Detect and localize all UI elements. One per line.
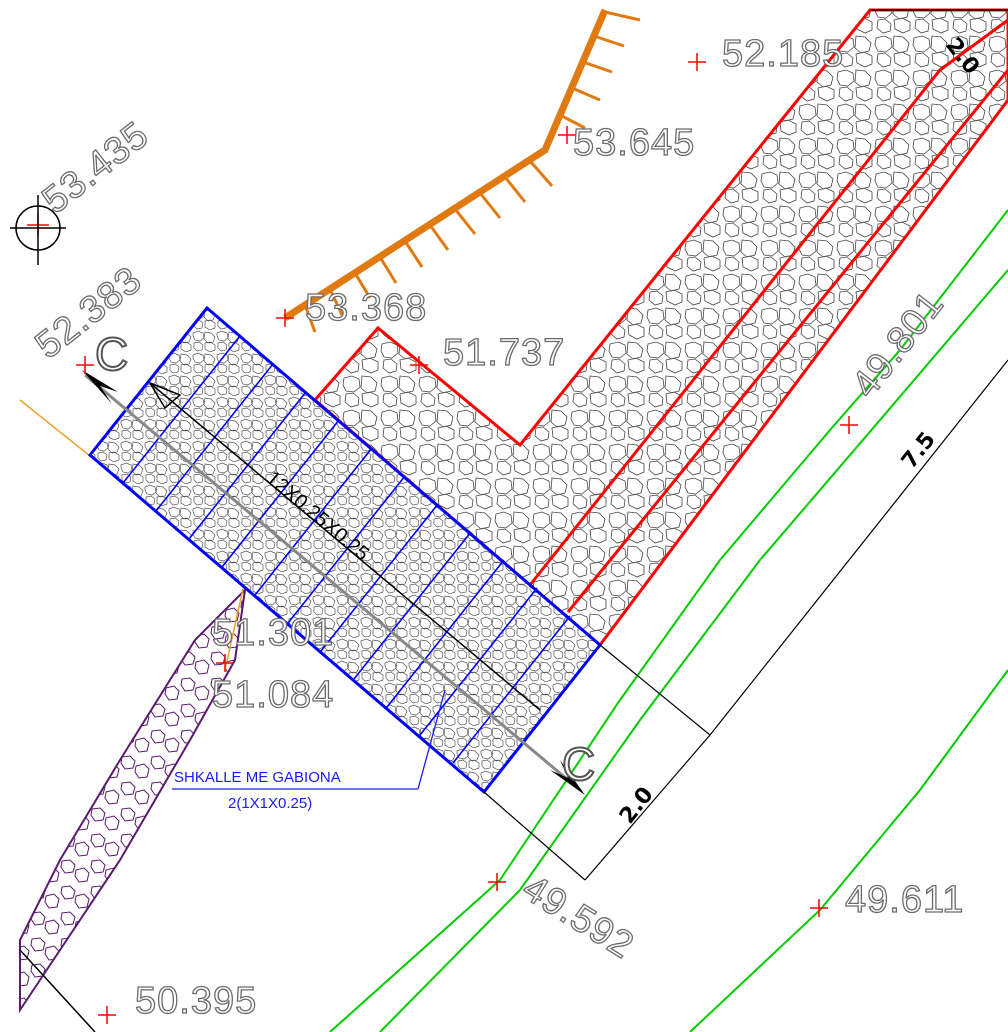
elevation-49592: 49.592 [515, 867, 641, 967]
elevation-53435: 53.435 [35, 114, 157, 222]
dimension-arrow-left [148, 381, 182, 410]
gabion-block [87, 305, 603, 795]
boundary-line [19, 949, 96, 1032]
elevation-51301: 51.301 [212, 612, 334, 654]
elevation-53645: 53.645 [573, 122, 695, 164]
elevation-53368: 53.368 [305, 287, 427, 329]
stone-ditch [19, 587, 247, 1014]
section-arrow-top [82, 370, 118, 404]
channel-inner-line-2 [566, 69, 1008, 613]
contour-line-1 [329, 209, 1008, 1032]
dimension-lines [483, 9, 1008, 881]
note-title: SHKALLE ME GABIONA [174, 769, 341, 786]
elevation-52383: 52.383 [28, 259, 150, 367]
elevation-49801: 49.801 [844, 283, 952, 405]
section-marker-bottom: C [562, 738, 595, 790]
gabion-dividers [122, 335, 571, 764]
slope-hatching [283, 8, 641, 333]
elevation-52185: 52.185 [722, 33, 844, 75]
channel-inner-line-1 [528, 18, 1008, 586]
note-dimensions: 2(1X1X0.25) [228, 795, 312, 812]
contour-line-3 [689, 669, 1008, 1032]
note-leader [172, 689, 446, 790]
contour-lines [329, 209, 1008, 1032]
dimension-bottom-width: 2.0 [615, 783, 659, 829]
survey-point-icon [10, 195, 66, 265]
elevation-50395: 50.395 [135, 980, 257, 1022]
section-marker-top: C [95, 328, 128, 380]
contour-line-2 [379, 269, 1008, 1032]
elevation-51737: 51.737 [443, 332, 565, 374]
dimension-length: 7.5 [897, 428, 941, 474]
elevation-51084: 51.084 [212, 674, 334, 716]
section-line [82, 370, 585, 795]
section-arrow-bottom [550, 760, 585, 795]
elevation-49611: 49.611 [845, 879, 964, 921]
